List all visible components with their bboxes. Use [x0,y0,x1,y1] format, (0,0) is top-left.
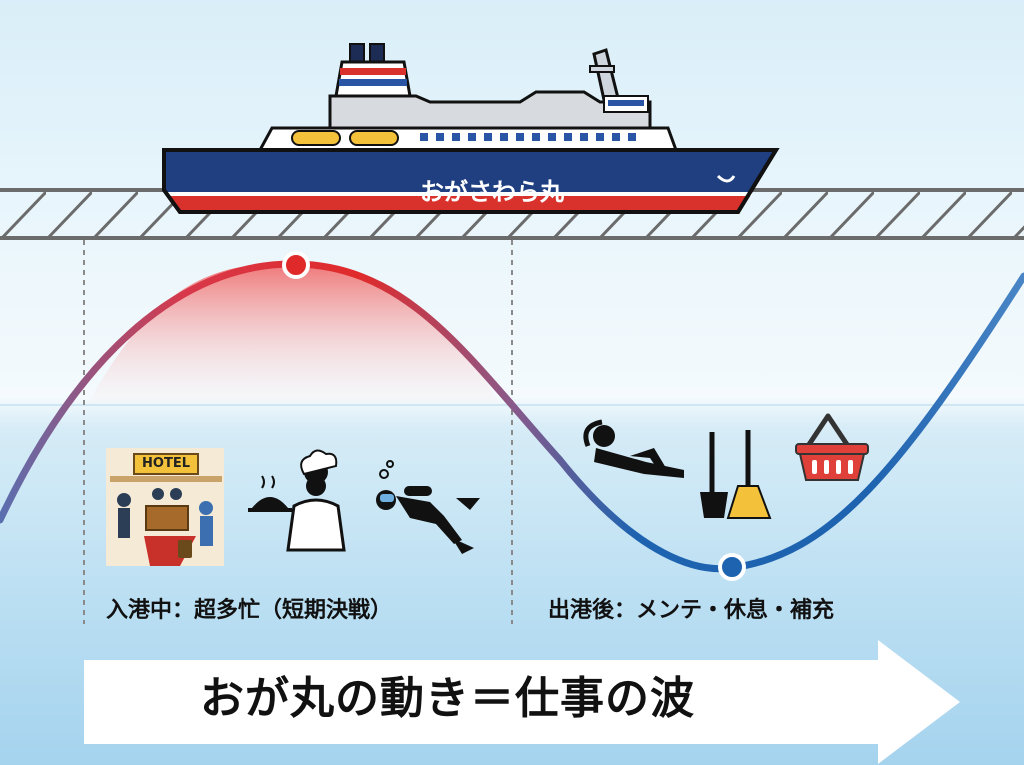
chef-icon [248,449,346,552]
diver-icon [376,460,480,554]
hotel-icon [106,448,224,566]
relaxing-person-icon [583,419,684,478]
ship-windows [420,133,636,141]
hotel-sign: HOTEL [142,456,190,471]
peak-marker [282,251,310,279]
ship-ogasawara-maru [162,43,780,214]
ship-funnel [334,43,412,98]
cleaning-tools-icon [700,430,772,519]
work-wave [0,260,1024,573]
peak-label: 入港中：超多忙（短期決戦） [106,598,393,623]
anchor-mark [716,174,736,183]
banner-title: おが丸の動き＝仕事の波 [200,673,695,724]
peak-fill [88,263,500,404]
ship-mast [589,48,620,102]
ship-name: おがさわら丸 [420,178,564,206]
trough-label: 出港後：メンテ・休息・補充 [548,598,835,623]
shopping-basket-icon [795,413,869,481]
trough-marker [718,553,746,581]
banner-arrow [84,640,960,764]
